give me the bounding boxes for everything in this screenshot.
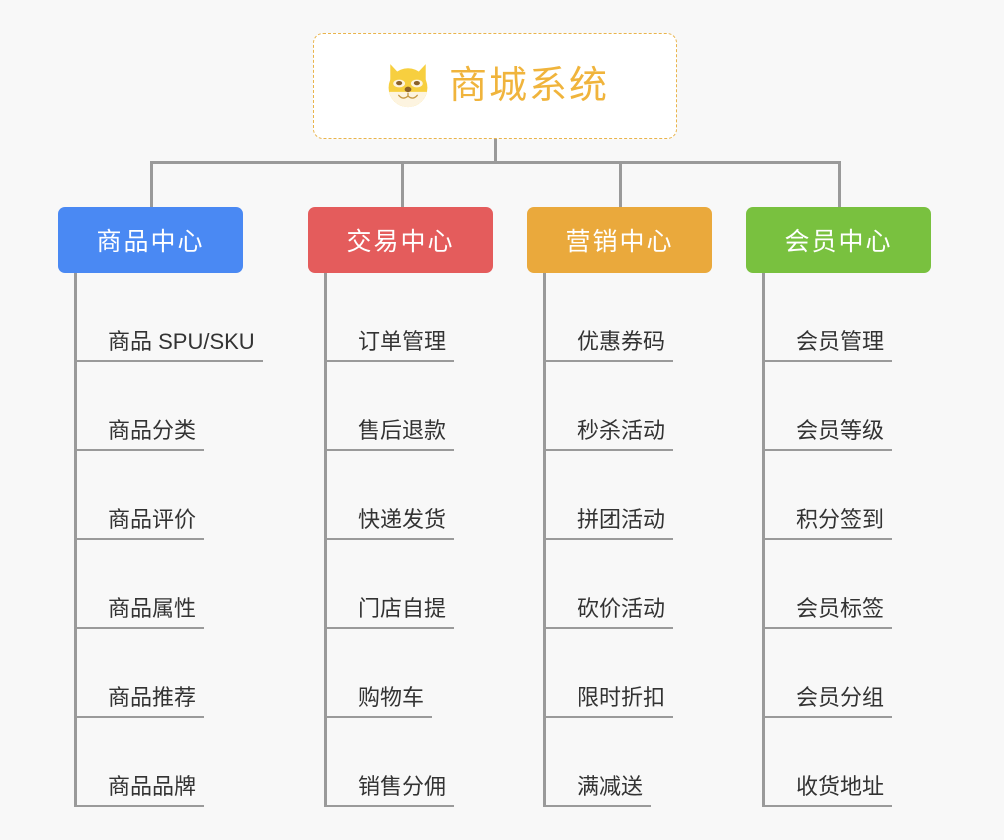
leaf-label: 商品品牌 (74, 774, 205, 807)
leaf-label: 限时折扣 (543, 685, 674, 718)
category-label: 商品中心 (96, 228, 205, 256)
leaf-label: 会员标签 (762, 596, 893, 629)
drop-connector-1 (150, 161, 153, 207)
leaf-label: 会员分组 (762, 685, 893, 718)
column-spine (74, 273, 77, 807)
leaf-label: 会员管理 (762, 329, 893, 362)
leaf-item[interactable]: 商品推荐 (74, 629, 205, 718)
leaf-item[interactable]: 销售分佣 (324, 718, 455, 807)
leaf-item[interactable]: 商品分类 (74, 362, 205, 451)
category-chip-marketing[interactable]: 营销中心 (527, 207, 712, 273)
leaf-label: 秒杀活动 (543, 418, 674, 451)
leaf-label: 商品分类 (74, 418, 205, 451)
leaf-item[interactable]: 优惠券码 (543, 273, 674, 362)
leaf-item[interactable]: 会员管理 (762, 273, 893, 362)
drop-connector-3 (619, 161, 622, 207)
leaf-label: 商品推荐 (74, 685, 205, 718)
leaf-label: 满减送 (543, 774, 652, 807)
drop-connector-2 (401, 161, 404, 207)
leaf-item[interactable]: 订单管理 (324, 273, 455, 362)
horizontal-bus-connector (150, 161, 841, 164)
leaf-item[interactable]: 商品 SPU/SKU (74, 273, 263, 362)
leaf-label: 购物车 (324, 685, 433, 718)
leaf-item[interactable]: 门店自提 (324, 540, 455, 629)
leaf-item[interactable]: 砍价活动 (543, 540, 674, 629)
leaf-label: 会员等级 (762, 418, 893, 451)
leaf-label: 快递发货 (324, 507, 455, 540)
leaf-label: 门店自提 (324, 596, 455, 629)
leaf-item[interactable]: 商品评价 (74, 451, 205, 540)
column-spine (324, 273, 327, 807)
category-chip-product[interactable]: 商品中心 (58, 207, 243, 273)
leaf-item[interactable]: 会员分组 (762, 629, 893, 718)
leaf-label: 收货地址 (762, 774, 893, 807)
leaf-item[interactable]: 收货地址 (762, 718, 893, 807)
leaf-item[interactable]: 拼团活动 (543, 451, 674, 540)
category-chip-trade[interactable]: 交易中心 (308, 207, 493, 273)
column-spine (543, 273, 546, 807)
leaf-label: 优惠券码 (543, 329, 674, 362)
leaf-item[interactable]: 会员标签 (762, 540, 893, 629)
leaf-item[interactable]: 商品品牌 (74, 718, 205, 807)
leaf-item[interactable]: 限时折扣 (543, 629, 674, 718)
leaf-label: 拼团活动 (543, 507, 674, 540)
leaf-item[interactable]: 购物车 (324, 629, 433, 718)
shiba-dog-icon (388, 64, 428, 108)
column-spine (762, 273, 765, 807)
leaf-label: 商品 SPU/SKU (74, 329, 263, 362)
category-label: 会员中心 (784, 228, 893, 256)
root-title: 商城系统 (448, 65, 609, 107)
leaf-item[interactable]: 秒杀活动 (543, 362, 674, 451)
leaf-item[interactable]: 商品属性 (74, 540, 205, 629)
leaf-item[interactable]: 积分签到 (762, 451, 893, 540)
leaf-item[interactable]: 会员等级 (762, 362, 893, 451)
leaf-item[interactable]: 售后退款 (324, 362, 455, 451)
leaf-label: 订单管理 (324, 329, 455, 362)
root-node[interactable]: 商城系统 (313, 33, 677, 139)
drop-connector-4 (838, 161, 841, 207)
leaf-item[interactable]: 快递发货 (324, 451, 455, 540)
leaf-label: 商品属性 (74, 596, 205, 629)
leaf-item[interactable]: 满减送 (543, 718, 652, 807)
leaf-label: 砍价活动 (543, 596, 674, 629)
category-chip-member[interactable]: 会员中心 (746, 207, 931, 273)
category-label: 交易中心 (346, 228, 455, 256)
leaf-label: 售后退款 (324, 418, 455, 451)
root-stem-connector (494, 139, 497, 164)
leaf-label: 商品评价 (74, 507, 205, 540)
category-label: 营销中心 (565, 228, 674, 256)
leaf-label: 销售分佣 (324, 774, 455, 807)
leaf-label: 积分签到 (762, 507, 893, 540)
